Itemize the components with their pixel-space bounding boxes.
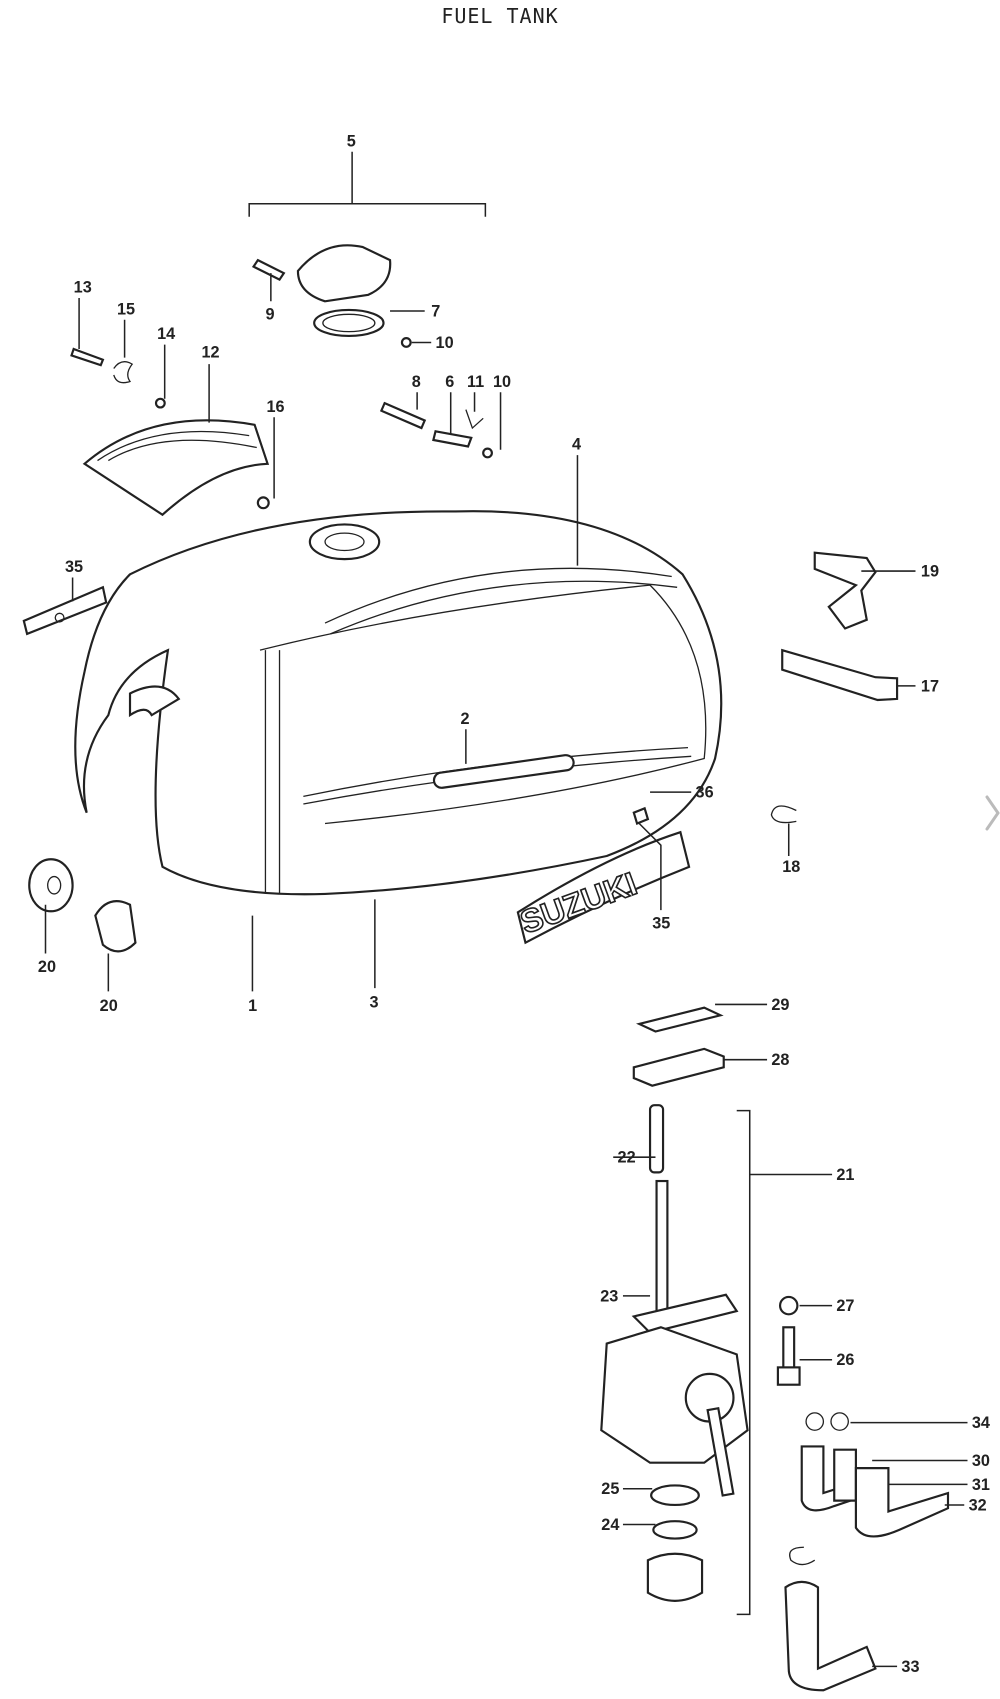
callout-7: 7 [431, 302, 440, 320]
clip-part-11 [465, 409, 484, 430]
callout-5: 5 [347, 132, 356, 150]
nut-part-14 [154, 397, 166, 409]
screw-part-13 [70, 347, 105, 367]
callout-33: 33 [901, 1658, 919, 1676]
clip-part-18 [770, 805, 797, 824]
callout-10: 10 [436, 334, 454, 352]
clip-part-19 [813, 551, 877, 630]
callout-26: 26 [836, 1351, 854, 1369]
callout-16: 16 [267, 398, 285, 416]
pin-part-8 [379, 401, 427, 430]
callout-20a: 20 [38, 958, 56, 976]
callout-17: 17 [921, 677, 939, 695]
fuel-cock-part [600, 1104, 749, 1602]
callout-25: 25 [601, 1480, 619, 1498]
chevron-right-icon [985, 795, 1000, 831]
callout-14: 14 [157, 325, 175, 343]
callout-2: 2 [460, 710, 469, 728]
callout-29: 29 [771, 996, 789, 1014]
callout-27: 27 [836, 1297, 854, 1315]
callout-18: 18 [782, 858, 800, 876]
callout-1: 1 [248, 997, 257, 1015]
spring-part-15 [113, 361, 134, 384]
callout-36: 36 [696, 783, 714, 801]
fuel-tank-part [74, 510, 723, 896]
callout-12: 12 [202, 344, 220, 362]
bolt-part-26 [776, 1326, 801, 1386]
callout-24: 24 [601, 1516, 619, 1534]
callout-22: 22 [618, 1149, 636, 1167]
washer-part-27 [778, 1295, 799, 1316]
leader-lines [44, 273, 968, 1668]
nut-part-16 [256, 496, 270, 510]
callout-23: 23 [600, 1287, 618, 1305]
callout-28: 28 [771, 1051, 789, 1069]
callout-20b: 20 [100, 997, 118, 1015]
pin-part-9 [251, 258, 286, 282]
suzuki-emblem: SUZUKI [515, 830, 691, 945]
cushion-part-20a [28, 858, 74, 913]
bracket-part-6 [432, 430, 473, 448]
callout-labels: 5 9 7 10 13 15 14 12 16 8 6 11 10 4 35 1… [38, 132, 990, 1675]
callout-34: 34 [972, 1414, 990, 1432]
callout-21: 21 [836, 1166, 854, 1184]
next-page-button[interactable] [984, 793, 1000, 833]
gasket-part-29 [635, 1006, 724, 1033]
grommet-part-36 [632, 806, 650, 825]
nut-part-10 [400, 337, 412, 348]
callout-19: 19 [921, 562, 939, 580]
cushion-part-20b [94, 900, 137, 953]
callout-31: 31 [972, 1476, 990, 1494]
bracket-part-35 [22, 585, 108, 636]
callout-32: 32 [969, 1496, 987, 1514]
callout-9: 9 [265, 306, 274, 324]
nut-part-10b [482, 447, 493, 459]
fuel-cap-part [296, 244, 392, 338]
callout-30: 30 [972, 1452, 990, 1470]
callout-10b: 10 [493, 373, 511, 391]
callout-15: 15 [117, 300, 135, 318]
callout-3: 3 [369, 994, 378, 1012]
callout-35: 35 [65, 558, 83, 576]
diagram-title: FUEL TANK [441, 4, 559, 28]
callout-13: 13 [74, 279, 92, 297]
packing-part-28 [632, 1047, 725, 1087]
callout-35b: 35 [652, 915, 670, 933]
group-bracket-21 [736, 1109, 751, 1616]
group-bracket-5 [248, 151, 487, 217]
hose-parts [784, 1412, 950, 1692]
callout-11: 11 [467, 373, 484, 391]
callout-4: 4 [572, 436, 581, 454]
callout-6: 6 [445, 373, 454, 391]
damper-part-17 [781, 648, 899, 702]
callout-8: 8 [412, 373, 421, 391]
